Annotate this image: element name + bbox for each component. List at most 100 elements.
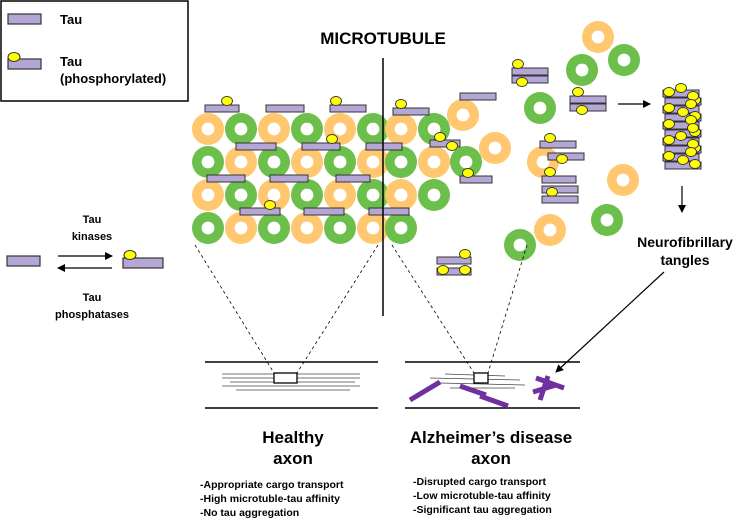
tau-phosphorylated (436, 265, 472, 276)
tangles-label-1: Neurofibrillary (637, 234, 733, 250)
tau-phosphorylated (429, 132, 461, 151)
tau-phosphorylated (569, 103, 607, 115)
tau (269, 174, 309, 183)
tubulin-orange (582, 21, 614, 53)
legend-tau-phosphorylated-symbol (7, 52, 42, 70)
tubulin-orange (447, 99, 479, 131)
tubulin-orange (324, 179, 356, 211)
tau-phosphorylated (662, 115, 700, 130)
legend-tau-label: Tau (60, 12, 82, 27)
tangles-label-2: tangles (660, 252, 709, 268)
tau-phosphorylated (539, 133, 577, 149)
tau (265, 104, 305, 113)
tubulin-green (225, 113, 257, 145)
phosphatases-label-2: phosphatases (55, 309, 129, 321)
tubulin-orange (291, 212, 323, 244)
tubulin-orange (418, 146, 450, 178)
tau (335, 174, 371, 183)
tau (235, 142, 277, 151)
tubulin-orange (607, 164, 639, 196)
tubulin-green (524, 92, 556, 124)
tubulin-orange (291, 146, 323, 178)
tau-phosphorylated (204, 96, 240, 113)
healthy-axon (205, 361, 378, 409)
healthy-point-3: -No tau aggregation (200, 507, 299, 519)
tubulin-green (385, 146, 417, 178)
kinase-tau-phos (122, 250, 164, 269)
tubulin-green (385, 212, 417, 244)
disease-title-1: Alzheimer’s disease (410, 428, 573, 447)
tubulin-orange (225, 146, 257, 178)
disease-axon (405, 361, 580, 409)
tau-phosphorylated (547, 152, 585, 164)
tubulin-green (591, 204, 623, 236)
tubulin-green (291, 179, 323, 211)
tau-phosphorylated (459, 168, 493, 184)
tau (459, 92, 497, 101)
tubulin-green (192, 146, 224, 178)
tau-phosphorylated (664, 91, 702, 106)
tau (206, 174, 246, 183)
tau-phosphorylated (662, 83, 700, 98)
neurofibrillary-tangle-stack (662, 83, 702, 170)
disease-point-3: -Significant tau aggregation (413, 504, 552, 516)
tubulin-green (357, 179, 389, 211)
tubulin-green (192, 212, 224, 244)
kinase-phosphatase-panel: Tau kinases Tau phosphatases (6, 214, 164, 321)
tangle-to-axon-arrow (555, 271, 665, 373)
tau (368, 207, 410, 216)
kinase-tau-unphos (6, 255, 41, 267)
tau-aggregates (408, 375, 565, 409)
tubulin-green (450, 146, 482, 178)
tau-phosphorylated (664, 155, 702, 170)
healthy-zoom-box (273, 372, 298, 384)
tubulin-green (566, 54, 598, 86)
tubulin-orange (225, 212, 257, 244)
healthy-title-1: Healthy (262, 428, 324, 447)
legend-tau-phos-label-2: (phosphorylated) (60, 71, 166, 86)
tau-phosphorylated (392, 99, 430, 116)
tau (365, 142, 403, 151)
healthy-title-2: axon (273, 449, 313, 468)
tau-phosphorylated (511, 59, 549, 76)
microtubule-lattice (192, 113, 482, 244)
disease-title-2: axon (471, 449, 511, 468)
tubulin-orange (357, 146, 389, 178)
tau-phosphorylated (301, 134, 341, 151)
scattered-tubulin (447, 21, 640, 261)
tubulin-orange (385, 179, 417, 211)
tubulin-green (258, 212, 290, 244)
tubulin-orange (385, 113, 417, 145)
tau-phosphorylated (329, 96, 367, 113)
kinases-label-1: Tau (83, 214, 102, 226)
healthy-point-2: -High microtuble-tau affinity (200, 493, 340, 505)
microtubule-title: MICROTUBULE (320, 29, 446, 48)
tau-phosphorylated (569, 87, 607, 104)
phosphatases-label-1: Tau (83, 292, 102, 304)
legend-tau-phos-label-1: Tau (60, 54, 82, 69)
tubulin-orange (258, 113, 290, 145)
tau-phosphorylated (511, 75, 549, 87)
tubulin-green (225, 179, 257, 211)
tau-proteins (204, 59, 607, 276)
tubulin-green (357, 113, 389, 145)
tubulin-green (291, 113, 323, 145)
tau (303, 207, 345, 216)
healthy-point-1: -Appropriate cargo transport (200, 479, 344, 491)
tubulin-green (324, 146, 356, 178)
tubulin-orange (357, 212, 389, 244)
zoom-guides (194, 244, 528, 374)
tau-phosphorylated (239, 200, 281, 216)
tau (541, 195, 579, 204)
tubulin-green (418, 179, 450, 211)
kinases-label-2: kinases (72, 231, 112, 243)
tubulin-green (608, 44, 640, 76)
tubulin-green (324, 212, 356, 244)
tubulin-orange (534, 214, 566, 246)
legend-tau-symbol (7, 13, 42, 25)
tubulin-orange (479, 132, 511, 164)
legend: Tau Tau (phosphorylated) (0, 0, 189, 102)
tau-phosphorylated (541, 185, 579, 197)
tau-phosphorylated (541, 167, 577, 184)
